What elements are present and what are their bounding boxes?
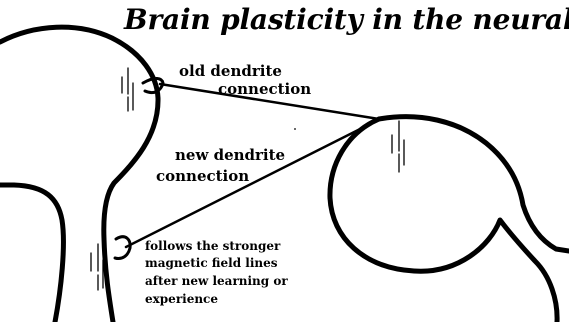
field-lines-note-line-1: follows the stronger bbox=[145, 240, 280, 252]
new-dendrite-node bbox=[115, 237, 130, 259]
field-lines-note-line-2: magnetic field lines bbox=[145, 257, 278, 269]
field-mark-left-lower bbox=[91, 244, 103, 290]
right-neuron-upper-outline bbox=[379, 117, 569, 251]
field-mark-left-upper bbox=[122, 68, 133, 111]
old-connection-label-line-1: old dendrite bbox=[179, 63, 282, 80]
old-connection-label-line-2: connection bbox=[218, 81, 311, 98]
field-mark-right bbox=[392, 121, 404, 172]
diagram-title: Brain plasticity in the neural net bbox=[124, 6, 564, 34]
left-neuron-soma-outline bbox=[0, 27, 158, 322]
new-connection-label-line-1: new dendrite bbox=[175, 147, 285, 164]
field-lines-note-line-3: after new learning or bbox=[145, 275, 288, 287]
left-neuron-outline bbox=[0, 185, 63, 322]
field-lines-note-line-4: experience bbox=[145, 293, 218, 305]
small-dot bbox=[294, 128, 296, 130]
right-neuron-outline bbox=[330, 119, 557, 322]
new-connection-label-line-2: connection bbox=[156, 168, 249, 185]
